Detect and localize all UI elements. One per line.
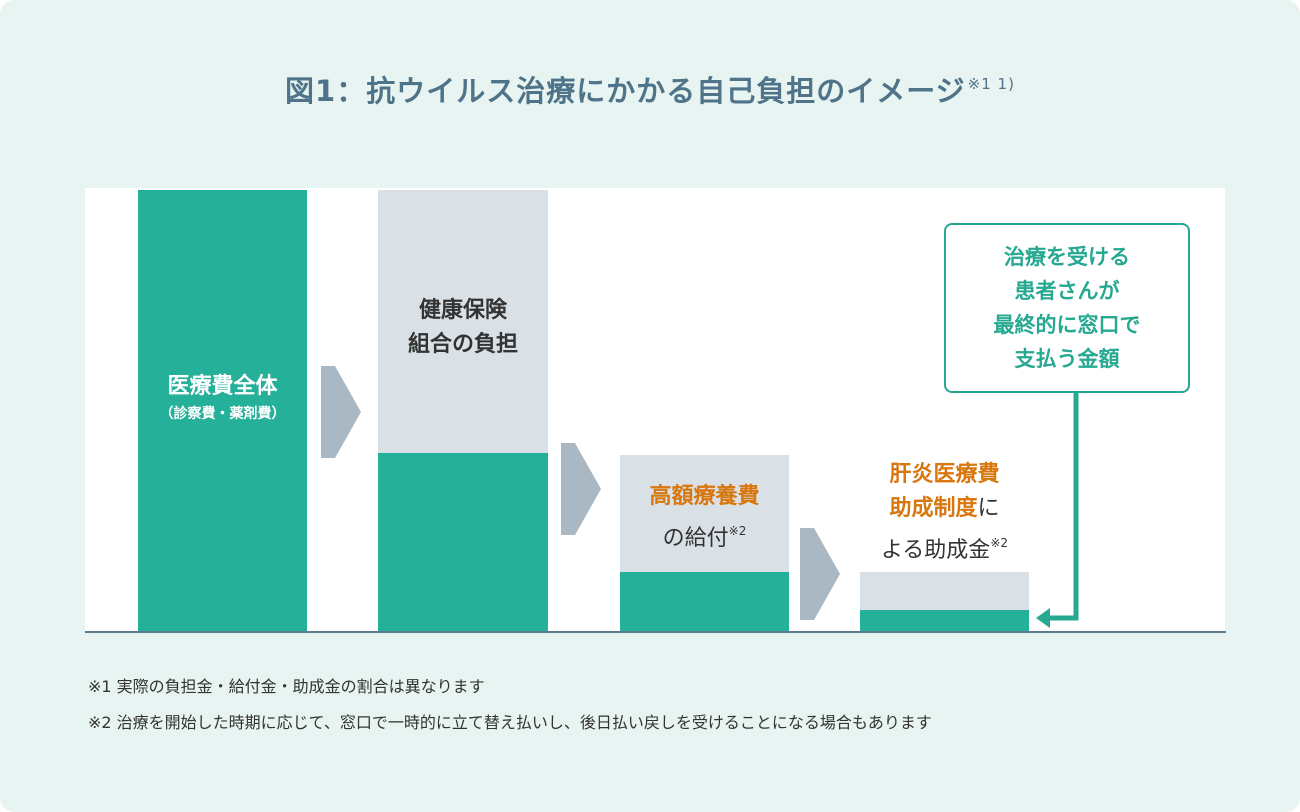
label-text: に	[977, 496, 1000, 521]
figure-title: 図1：抗ウイルス治療にかかる自己負担のイメージ※1 1)	[0, 68, 1300, 110]
arrow-icon	[800, 528, 840, 620]
callout-line: 患者さんが	[1014, 279, 1120, 303]
label-line: 健康保険	[418, 298, 507, 323]
note-mark: ※2	[728, 524, 747, 538]
label-highlight: 助成制度	[889, 496, 978, 521]
bar-subsidy-gray	[860, 572, 1029, 610]
callout-line: 支払う金額	[1014, 347, 1120, 371]
bar-insurance-label: 健康保険組合の負担	[378, 294, 548, 362]
baseline	[85, 631, 1226, 633]
label-line: 組合の負担	[407, 332, 518, 357]
title-reference: ※1 1)	[967, 75, 1015, 93]
bar-subsidy-green	[860, 610, 1029, 632]
label-highlight: 肝炎医療費	[889, 462, 1000, 487]
footnote-1: ※1 実際の負担金・給付金・助成金の割合は異なります	[88, 677, 485, 696]
bar-insurance-green	[378, 453, 548, 632]
arrow-icon	[321, 366, 361, 458]
bar-high-cost-gray	[620, 455, 789, 572]
bar-high-cost-green	[620, 572, 789, 632]
bar-insurance-gray	[378, 190, 548, 453]
note-mark: ※2	[990, 536, 1009, 550]
bar-total-label: 医療費全体 （診察費・薬剤費）	[138, 370, 307, 424]
bar-high-cost-label: 高額療養費の給付※2	[610, 480, 799, 556]
label-highlight: 高額療養費	[649, 484, 760, 509]
footnote-2: ※2 治療を開始した時期に応じて、窓口で一時的に立て替え払いし、後日払い戻しを受…	[88, 713, 932, 732]
bar-total-cost	[138, 190, 307, 632]
bar-total-title: 医療費全体	[167, 374, 278, 399]
callout-line: 治療を受ける	[1004, 245, 1130, 269]
patient-payment-callout: 治療を受ける 患者さんが 最終的に窓口で 支払う金額	[944, 223, 1190, 393]
bar-total-sublabel: （診察費・薬剤費）	[159, 406, 286, 422]
label-text: の給付	[662, 526, 729, 551]
title-text: 図1：抗ウイルス治療にかかる自己負担のイメージ	[285, 74, 966, 108]
label-text: よる助成金	[880, 538, 991, 563]
bar-subsidy-label: 肝炎医療費助成制度による助成金※2	[840, 458, 1049, 568]
callout-pointer-arrow-icon	[1036, 392, 1079, 628]
arrow-icon	[561, 443, 601, 535]
callout-line: 最終的に窓口で	[993, 313, 1141, 337]
